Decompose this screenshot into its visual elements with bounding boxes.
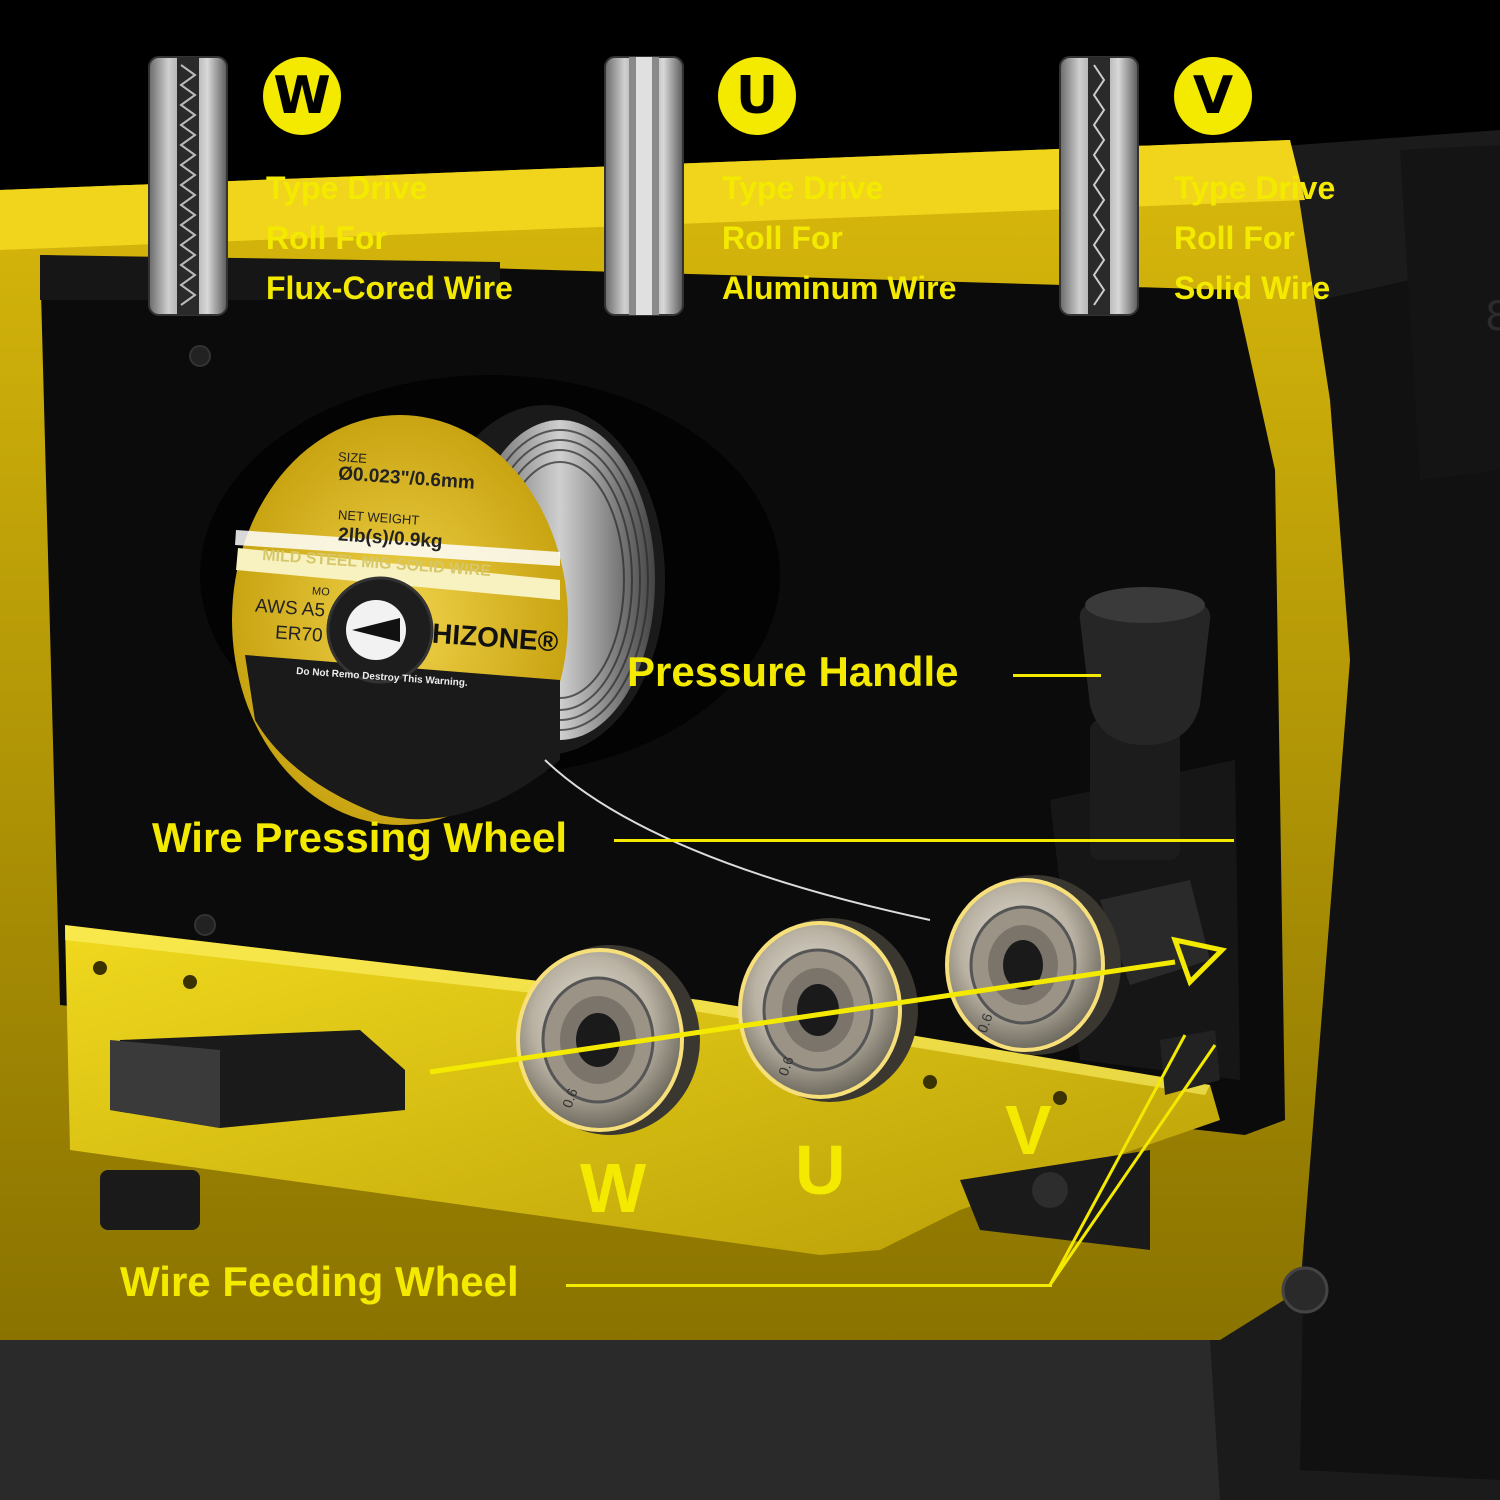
- u-roll-letter: U: [795, 1131, 846, 1209]
- w-desc-line-3: Flux-Cored Wire: [266, 270, 513, 306]
- pressure-handle-leader: [1013, 674, 1101, 677]
- spool-model-label: MO: [311, 585, 331, 599]
- pressure-handle-label: Pressure Handle: [627, 648, 959, 695]
- w-roll-letter: W: [580, 1149, 647, 1227]
- w-desc-line-2: Roll For: [266, 220, 387, 256]
- v-roll-letter: V: [1005, 1091, 1052, 1169]
- v-badge: V: [1174, 57, 1252, 135]
- wire-pressing-wheel-label: Wire Pressing Wheel: [152, 814, 568, 861]
- u-badge: U: [718, 57, 796, 135]
- w-badge: W: [263, 57, 341, 135]
- u-desc-line-3: Aluminum Wire: [722, 270, 957, 306]
- feed-direction-arrow: [429, 936, 1228, 1075]
- wire-pressing-wheel-leader: [614, 839, 1234, 842]
- wire-feeding-wheel-label: Wire Feeding Wheel: [120, 1258, 519, 1305]
- u-roll-image: [604, 56, 684, 316]
- v-roll-description: Type Drive Roll For Solid Wire: [1174, 163, 1335, 313]
- u-desc-line-1: Type Drive: [722, 170, 884, 206]
- feed-roll-w: [516, 945, 700, 1135]
- v-desc-line-1: Type Drive: [1174, 170, 1336, 206]
- w-desc-line-1: Type Drive: [266, 170, 428, 206]
- feed-roll-u: [738, 918, 918, 1102]
- w-roll-description: Type Drive Roll For Flux-Cored Wire: [266, 163, 513, 313]
- u-desc-line-2: Roll For: [722, 220, 843, 256]
- w-roll-image: [148, 56, 228, 316]
- spool-er: ER70: [274, 622, 324, 647]
- svg-text:8: 8: [1485, 294, 1500, 340]
- wire-feeding-wheel-leader: [566, 1284, 1052, 1287]
- u-roll-description: Type Drive Roll For Aluminum Wire: [722, 163, 956, 313]
- v-roll-image: [1059, 56, 1139, 316]
- v-desc-line-3: Solid Wire: [1174, 270, 1331, 306]
- v-desc-line-2: Roll For: [1174, 220, 1295, 256]
